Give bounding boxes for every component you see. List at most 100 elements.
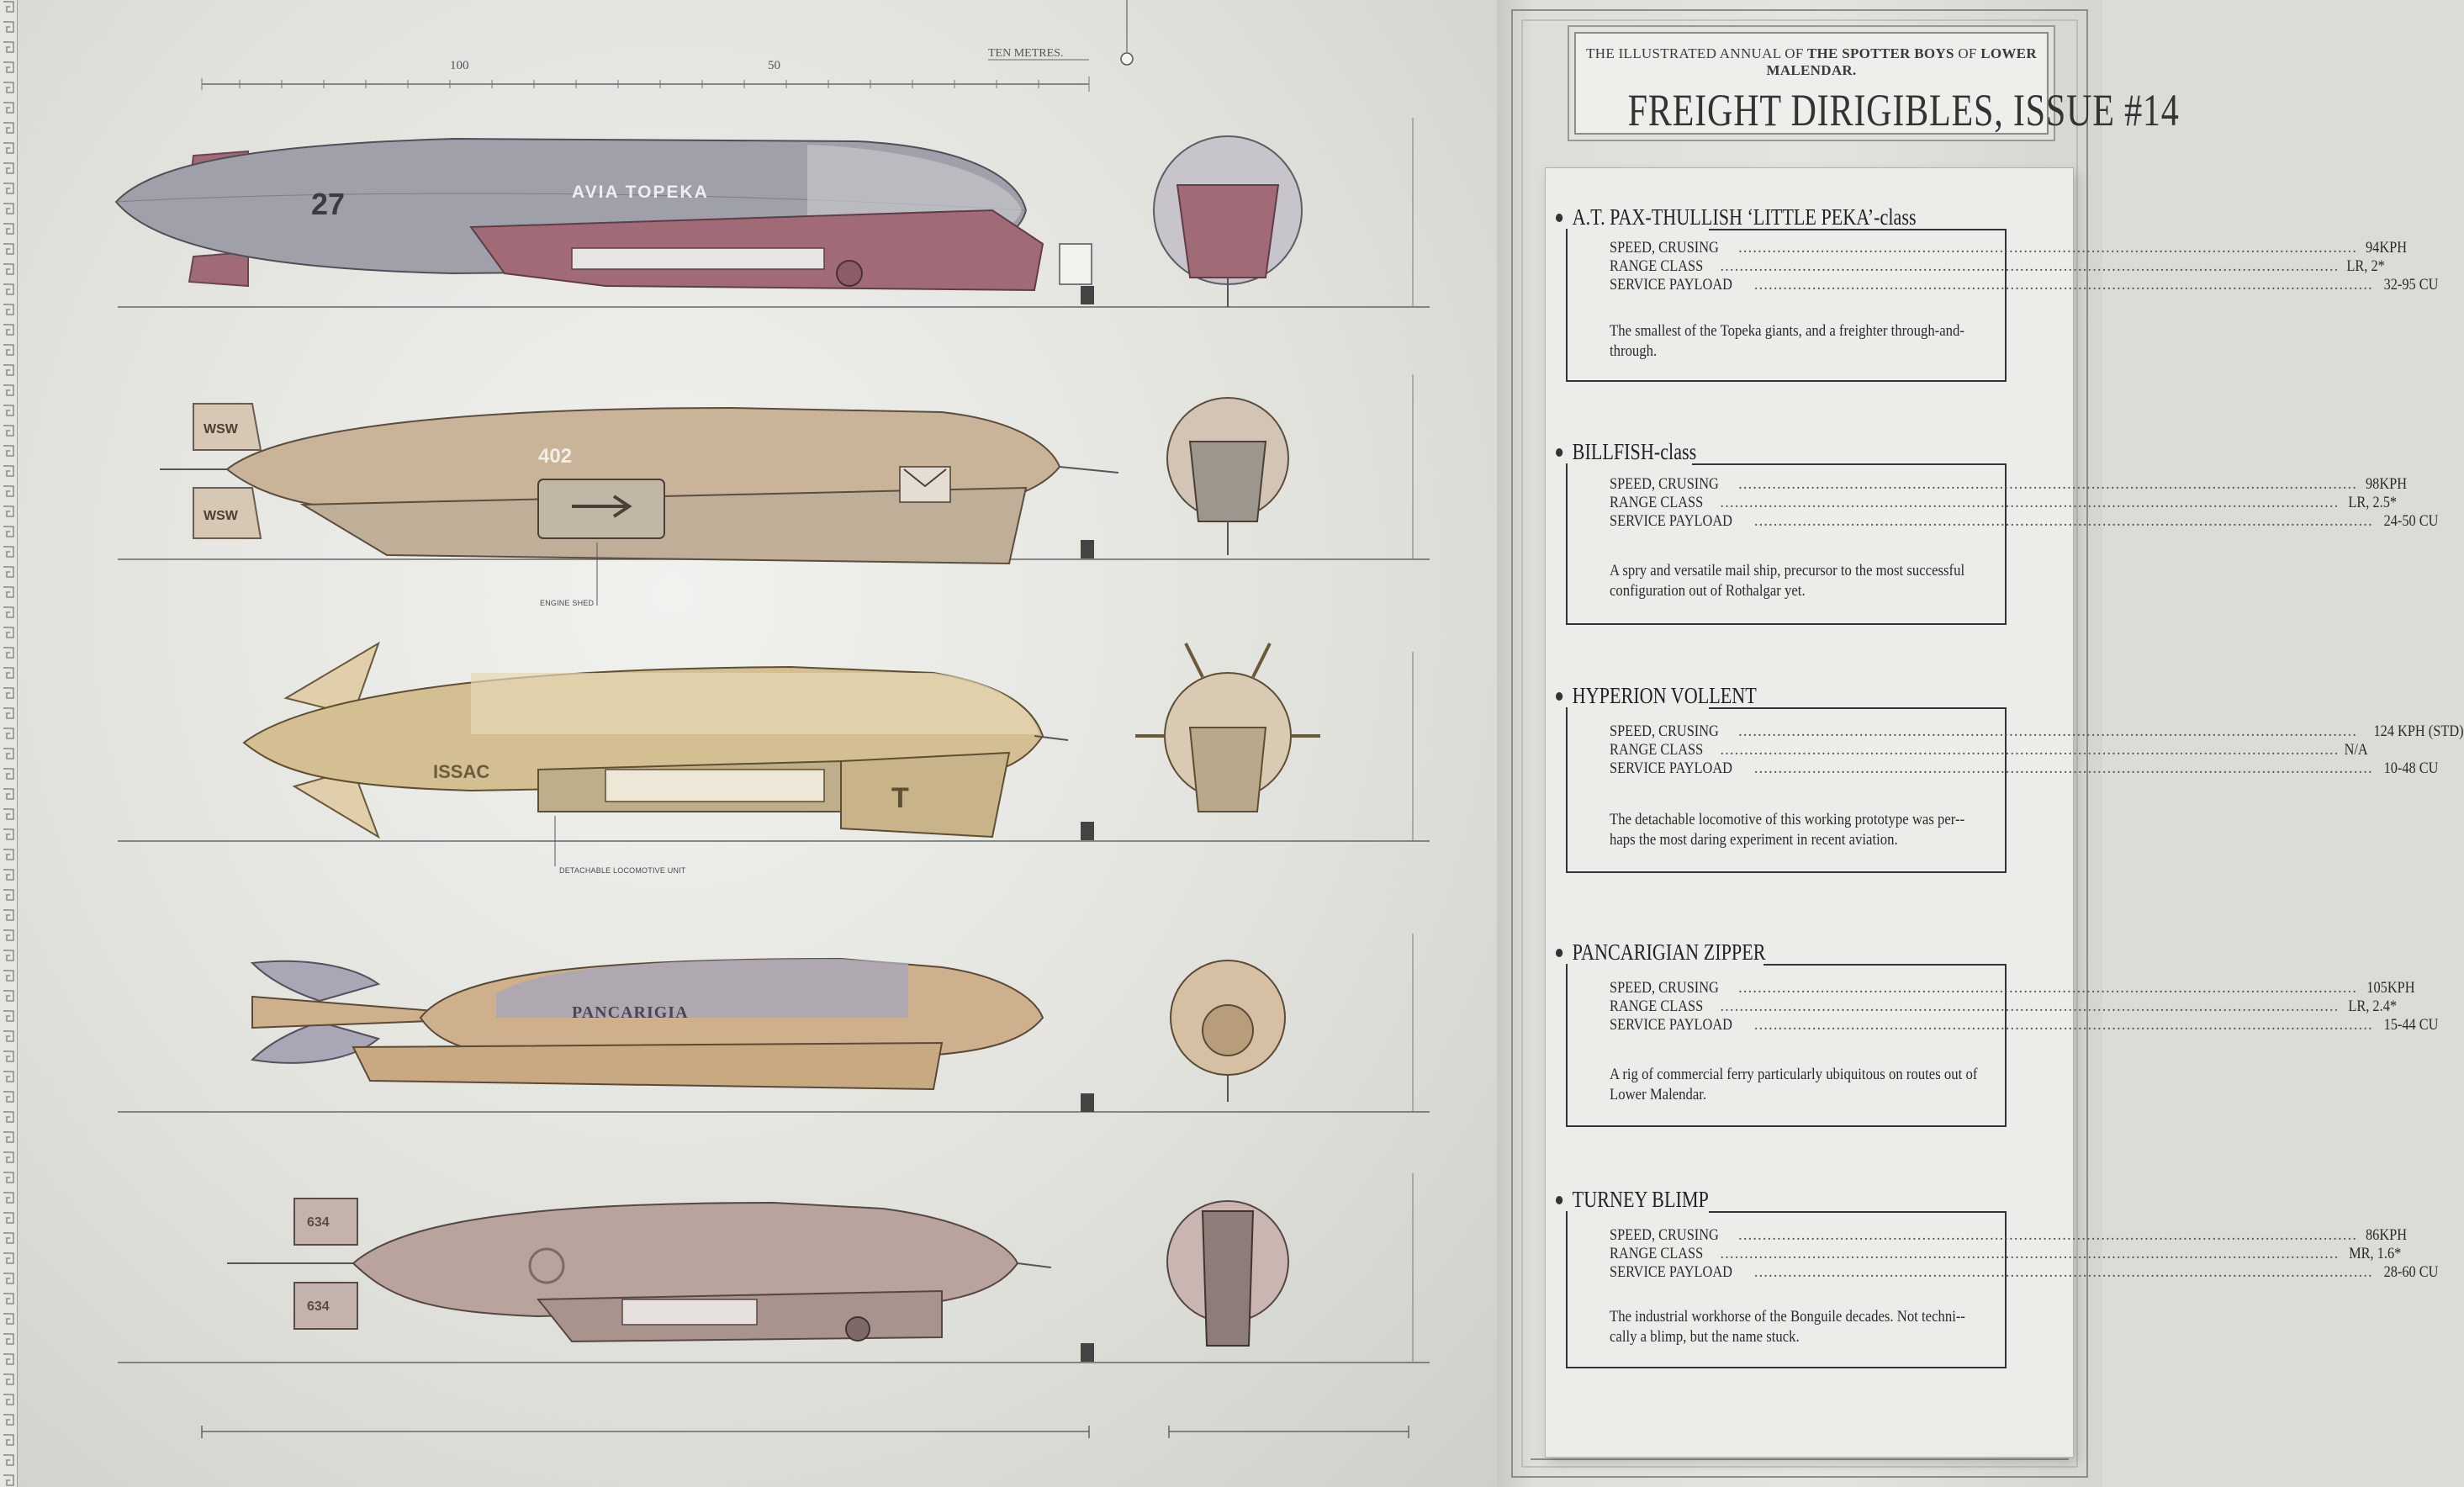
callout-locomotive: DETACHABLE LOCOMOTIVE UNIT [559, 866, 686, 875]
scale-bar-bottom [201, 1426, 1409, 1438]
spec-3-speed-label: SPEED, CRUSING [1610, 722, 1719, 740]
scale-figure-car-2 [1081, 540, 1094, 558]
ship-1-avia-topeka: 27 AVIA TOPEKA [114, 118, 1430, 308]
spec-4-speed: 105KPH [2366, 979, 2415, 997]
spec-stats-3: SPEED, CRUSING 124 KPH (STD) RANGE CLASS N… [1610, 722, 2464, 778]
ship-3-hyperion-vollent: ISSAC T [118, 641, 1430, 866]
ship-2-fin-upper: WSW [204, 422, 239, 437]
spec-block-4: PANCARIGIAN ZIPPER SPEED, CRUSING 105KPH … [1556, 940, 2438, 1127]
ship-2-front-view [1166, 397, 1289, 555]
ship-3-name: ISSAC [433, 761, 489, 782]
spec-box-3 [1566, 707, 2007, 873]
spec-1-payload: 32-95 CU [2383, 276, 2439, 294]
spec-block-1: A.T. PAX-THULLISH ‘LITTLE PEKA’-class SP… [1556, 205, 2438, 390]
ship-3-side-view: ISSAC T [242, 641, 1069, 839]
spec-block-2: BILLFISH-class SPEED, CRUSING 98KPH RANGE… [1556, 440, 2438, 625]
ship-4-front-view [1170, 960, 1286, 1102]
spec-4-speed-label: SPEED, CRUSING [1610, 979, 1719, 997]
spec-title-5: TURNEY BLIMP [1556, 1188, 1716, 1211]
callout-engine-shed: ENGINE SHED [540, 599, 595, 607]
spec-box-1 [1566, 229, 2007, 382]
scale-bar-top: 100 50 TEN METRES. [201, 47, 1090, 92]
ship-3-front-view [1135, 643, 1320, 812]
spec-1-description: The smallest of the Topeka giants, and a… [1610, 322, 1964, 360]
spec-4-payload: 15-44 CU [2383, 1016, 2439, 1034]
issue-header: THE ILLUSTRATED ANNUAL OF THE SPOTTER BO… [1574, 32, 2180, 135]
spec-block-5: TURNEY BLIMP SPEED, CRUSING 86KPH RANGE C… [1556, 1188, 2438, 1373]
spec-4-range: LR, 2.4* [2348, 998, 2398, 1015]
spec-5-speed: 86KPH [2365, 1226, 2407, 1244]
ship-5-fin-lower: 634 [307, 1299, 330, 1314]
blueprint-plate: 100 50 TEN METRES. 27 AVIA TOPEKA [0, 0, 1497, 1487]
spec-stats-4: SPEED, CRUSING 105KPH RANGE CLASS LR, 2.4*… [1610, 979, 2438, 1035]
spec-2-payload: 24-50 CU [2383, 512, 2439, 530]
ship-2-billfish: 402 WSW WSW [118, 374, 1430, 606]
issue-title: FREIGHT DIRIGIBLES, ISSUE #14 [1627, 85, 2180, 135]
subtitle-group: THE SPOTTER BOYS [1806, 45, 1954, 61]
scale-tick-100: 100 [450, 59, 469, 72]
spec-1-speed: 94KPH [2365, 239, 2407, 257]
spec-title-3: HYPERION VOLLENT [1556, 684, 1764, 707]
greek-key-border [0, 0, 18, 1487]
spec-1-range: LR, 2* [2346, 257, 2386, 275]
spec-3-description: The detachable locomotive of this workin… [1610, 811, 1965, 849]
ship-5-side-view: 634 634 [227, 1198, 1052, 1343]
ship-4-name: PANCARIGIA [572, 1003, 689, 1022]
ship-4-side-view: PANCARIGIA [250, 957, 1044, 1091]
scale-figure-car-3 [1081, 822, 1094, 840]
ship-1-name: AVIA TOPEKA [572, 183, 709, 202]
spec-5-payload: 28-60 CU [2383, 1263, 2439, 1281]
spec-box-5 [1566, 1211, 2007, 1368]
greek-key-pattern [0, 0, 17, 1487]
ship-1-front-view [1153, 135, 1303, 307]
subtitle-prefix: THE ILLUSTRATED ANNUAL OF [1586, 45, 1804, 61]
scale-figure-car-4 [1081, 1093, 1094, 1112]
ship-2-fin-lower: WSW [204, 509, 239, 523]
spec-2-description: A spry and versatile mail ship, precurso… [1610, 562, 1965, 600]
spec-block-3: HYPERION VOLLENT SPEED, CRUSING 124 KPH (… [1556, 684, 2464, 873]
ship-1-side-view: 27 AVIA TOPEKA [114, 137, 1092, 292]
ship-5-fin-upper: 634 [307, 1215, 330, 1230]
spec-3-payload: 10-48 CU [2383, 759, 2439, 777]
scale-figure-car-1 [1081, 286, 1094, 304]
spec-2-speed: 98KPH [2365, 475, 2407, 493]
spec-stats-2: SPEED, CRUSING98KPH RANGE CLASSLR, 2.5* … [1610, 475, 2438, 531]
ship-5-front-view [1166, 1200, 1289, 1347]
spec-3-speed: 124 KPH (STD) [2373, 722, 2464, 740]
spec-5-speed-label: SPEED, CRUSING [1610, 1226, 1719, 1244]
spec-5-description: The industrial workhorse of the Bonguile… [1610, 1308, 1965, 1346]
spec-3-range-label: RANGE CLASS [1610, 741, 1704, 759]
subtitle-of: OF [1958, 45, 1977, 61]
spec-stats-5: SPEED, CRUSING86KPH RANGE CLASSMR, 1.6* … [1610, 1226, 2438, 1282]
spec-4-description: A rig of commercial ferry particularly u… [1610, 1066, 1978, 1103]
spec-title-4: PANCARIGIAN ZIPPER [1556, 940, 1773, 964]
spec-box-4 [1566, 964, 2007, 1127]
spec-2-speed-label: SPEED, CRUSING [1610, 475, 1719, 493]
spec-5-range-label: RANGE CLASS [1610, 1245, 1704, 1262]
spec-4-payload-label: SERVICE PAYLOAD [1610, 1016, 1732, 1034]
spec-1-payload-label: SERVICE PAYLOAD [1610, 276, 1732, 294]
ship-3-letter: T [891, 782, 909, 814]
hanging-pendant-icon [1120, 0, 1134, 66]
spec-box-2 [1566, 463, 2007, 625]
spec-2-payload-label: SERVICE PAYLOAD [1610, 512, 1732, 530]
spec-title-2: BILLFISH-class [1556, 440, 1704, 463]
spec-3-range: N/A [2344, 741, 2369, 759]
spec-5-range: MR, 1.6* [2349, 1245, 2402, 1262]
spec-4-range-label: RANGE CLASS [1610, 998, 1704, 1015]
spec-3-payload-label: SERVICE PAYLOAD [1610, 759, 1732, 777]
subtitle-place: LOWER MALENDAR. [1766, 45, 2037, 78]
spec-2-range: LR, 2.5* [2348, 494, 2398, 511]
header-subtitle: THE ILLUSTRATED ANNUAL OF THE SPOTTER BO… [1576, 45, 2047, 79]
ship-5-turney-blimp: 634 634 [118, 1173, 1430, 1363]
ship-4-pancarigian-zipper: PANCARIGIA [118, 934, 1430, 1113]
ship-2-number: 402 [538, 445, 572, 468]
ship-1-number: 27 [311, 187, 345, 221]
scale-figure-car-5 [1081, 1343, 1094, 1362]
scale-tick-50: 50 [768, 59, 780, 72]
spec-stats-1: SPEED, CRUSING94KPH RANGE CLASSLR, 2* SE… [1610, 239, 2438, 294]
spec-title-1: A.T. PAX-THULLISH ‘LITTLE PEKA’-class [1556, 205, 1923, 229]
spec-1-range-label: RANGE CLASS [1610, 257, 1704, 275]
spec-2-range-label: RANGE CLASS [1610, 494, 1704, 511]
scale-label: TEN METRES. [988, 47, 1063, 60]
